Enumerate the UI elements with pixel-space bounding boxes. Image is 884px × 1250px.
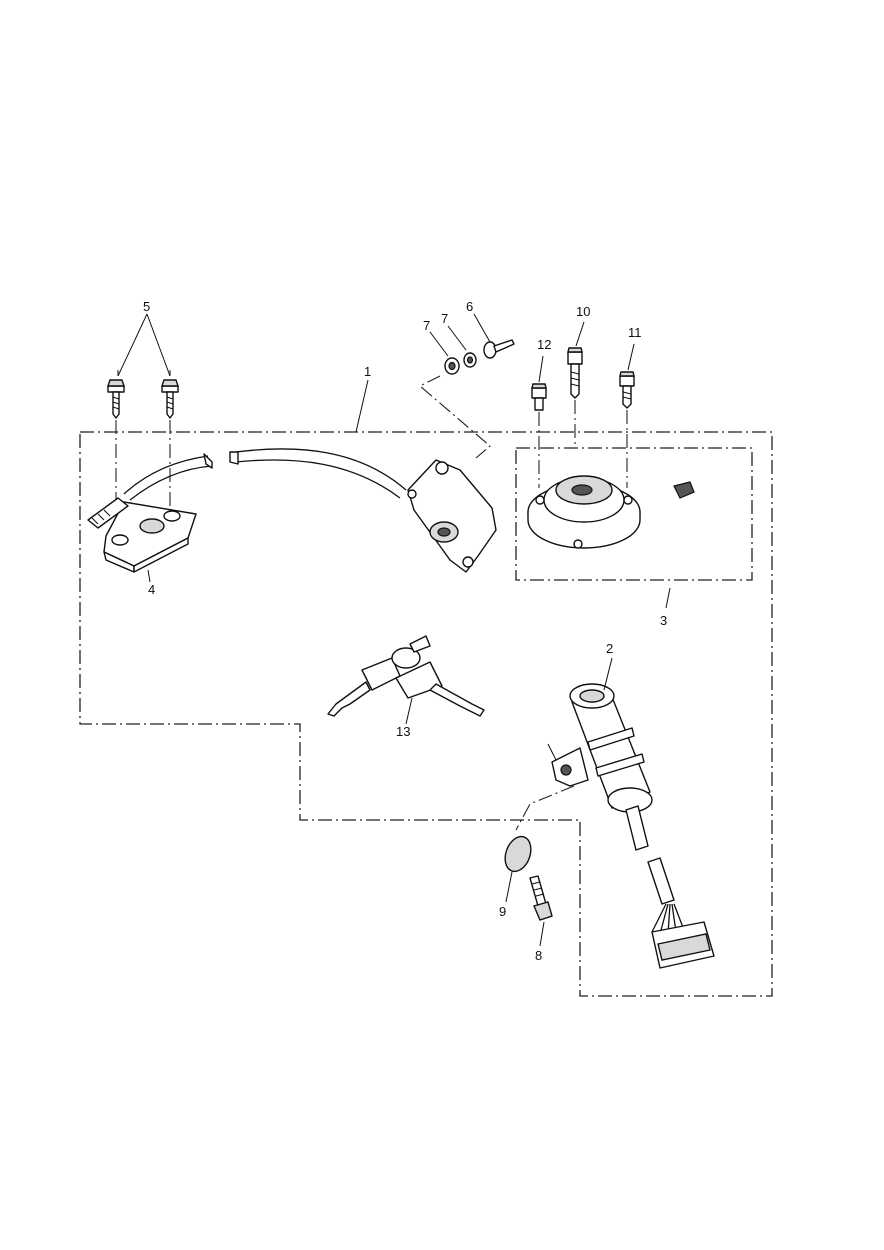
callout-6: 6 [466,299,473,314]
leaders-6-7 [429,313,491,357]
callout-12: 12 [537,337,551,352]
callout-8: 8 [535,948,542,963]
callout-2: 2 [606,641,613,656]
seat-lock-cable-end [203,453,213,469]
callout-13: 13 [396,724,410,739]
washer-7-left [444,357,460,375]
seat-lock-housing [407,459,497,573]
keys-13 [327,635,485,717]
callout-11: 11 [628,325,642,340]
callout-1: 1 [364,364,371,379]
release-cable [235,448,407,499]
screw-5-left [107,379,125,419]
bolt-dash [538,400,628,488]
washer-7-right [463,352,477,368]
screw-5-leaders [117,313,171,377]
fuel-cap-plug [673,481,695,499]
callout-7-left: 7 [423,318,430,333]
ignition-switch-2 [551,683,653,851]
bolt-10 [567,347,583,399]
fuel-cap-3 [527,475,641,549]
leader-2 [603,657,613,691]
callout-10: 10 [576,304,590,319]
ignition-harness [647,857,715,969]
callout-9: 9 [499,904,506,919]
fuel-cap-group-border [515,447,753,581]
lock-set-group-border [79,431,773,997]
ignition-tick [547,743,557,761]
ignition-dash [515,785,575,831]
leaders-10-11-12 [538,321,635,383]
callout-5: 5 [143,299,150,314]
seat-lock-4 [87,497,197,573]
grommet-9 [504,835,532,873]
leader-8 [539,921,545,947]
callout-7-right: 7 [441,311,448,326]
seat-lock-cable [123,455,213,501]
cable-end-cap [229,451,239,465]
bolt-11 [619,371,635,409]
bolt-12 [531,383,547,411]
screw-8 [529,875,553,921]
hardware-dash [419,375,491,459]
leader-9 [505,871,513,903]
leader-4 [147,569,151,583]
leader-1 [355,379,369,433]
leader-3 [665,587,671,609]
callout-3: 3 [660,613,667,628]
leader-13 [405,697,413,725]
callout-4: 4 [148,582,155,597]
screw-5-right [161,379,179,419]
pin-6 [483,339,515,359]
